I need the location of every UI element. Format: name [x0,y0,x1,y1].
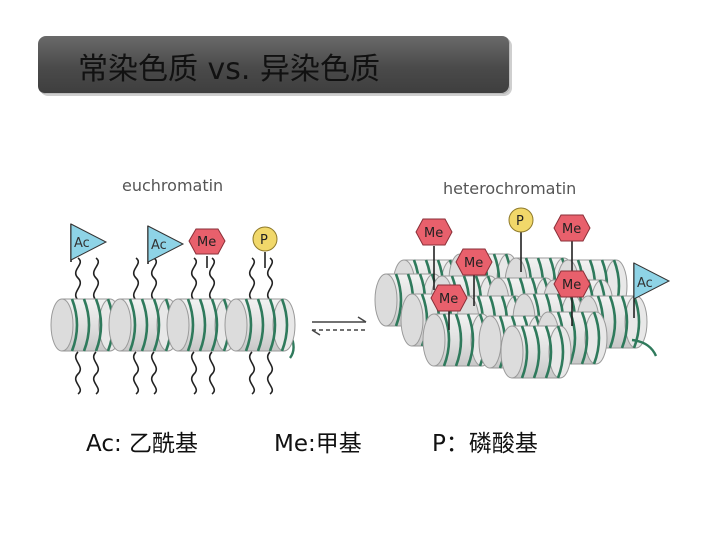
svg-text:Ac: Ac [151,238,167,253]
svg-text:Me: Me [439,292,458,307]
heterochromatin-cluster [375,254,656,378]
legend-p: P：磷酸基 [432,424,538,458]
svg-text:Me: Me [562,222,581,237]
heterochromatin-label: heterochromatin [443,179,576,198]
svg-text:P: P [516,214,524,229]
svg-text:Ac: Ac [637,276,653,291]
svg-text:Me: Me [562,278,581,293]
svg-text:Me: Me [197,235,216,250]
ac-flag-marker: Ac [71,224,106,262]
nucleosome [225,299,295,351]
p-circle-marker: P [253,227,277,268]
legend-ac: Ac: 乙酰基 [86,424,198,458]
me-hexagon-marker: Me [189,229,225,268]
svg-text:Me: Me [464,256,483,271]
ac-flag-marker: Ac [148,226,183,264]
svg-text:P: P [260,233,268,248]
legend-me: Me:甲基 [274,424,362,458]
equilibrium-arrows [312,317,366,335]
euchromatin-strand [51,258,295,394]
euchromatin-label: euchromatin [122,176,223,195]
svg-text:Ac: Ac [74,236,90,251]
svg-text:Me: Me [424,226,443,241]
